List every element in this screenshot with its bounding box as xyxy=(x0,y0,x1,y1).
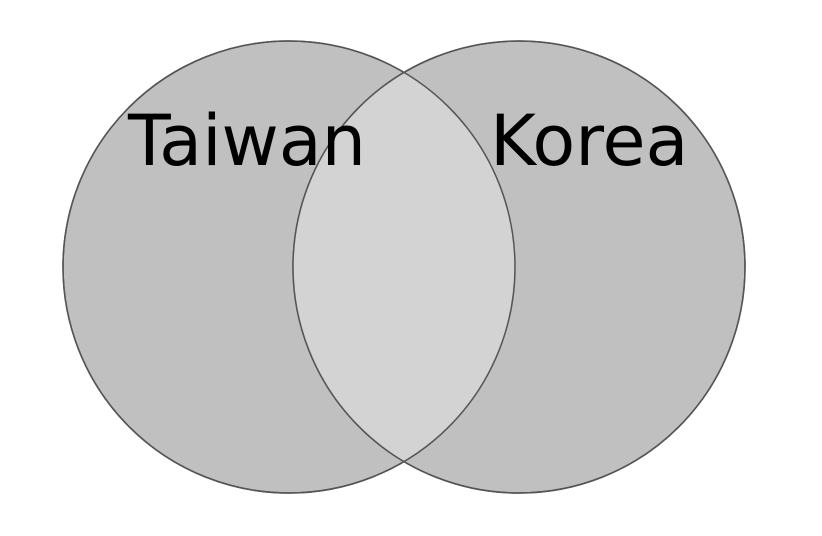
korea-circle-outline xyxy=(292,40,746,494)
overlap-region xyxy=(293,41,515,493)
korea-label: Korea xyxy=(490,100,688,182)
taiwan-label: Taiwan xyxy=(127,100,366,182)
taiwan-circle-outline xyxy=(62,40,516,494)
